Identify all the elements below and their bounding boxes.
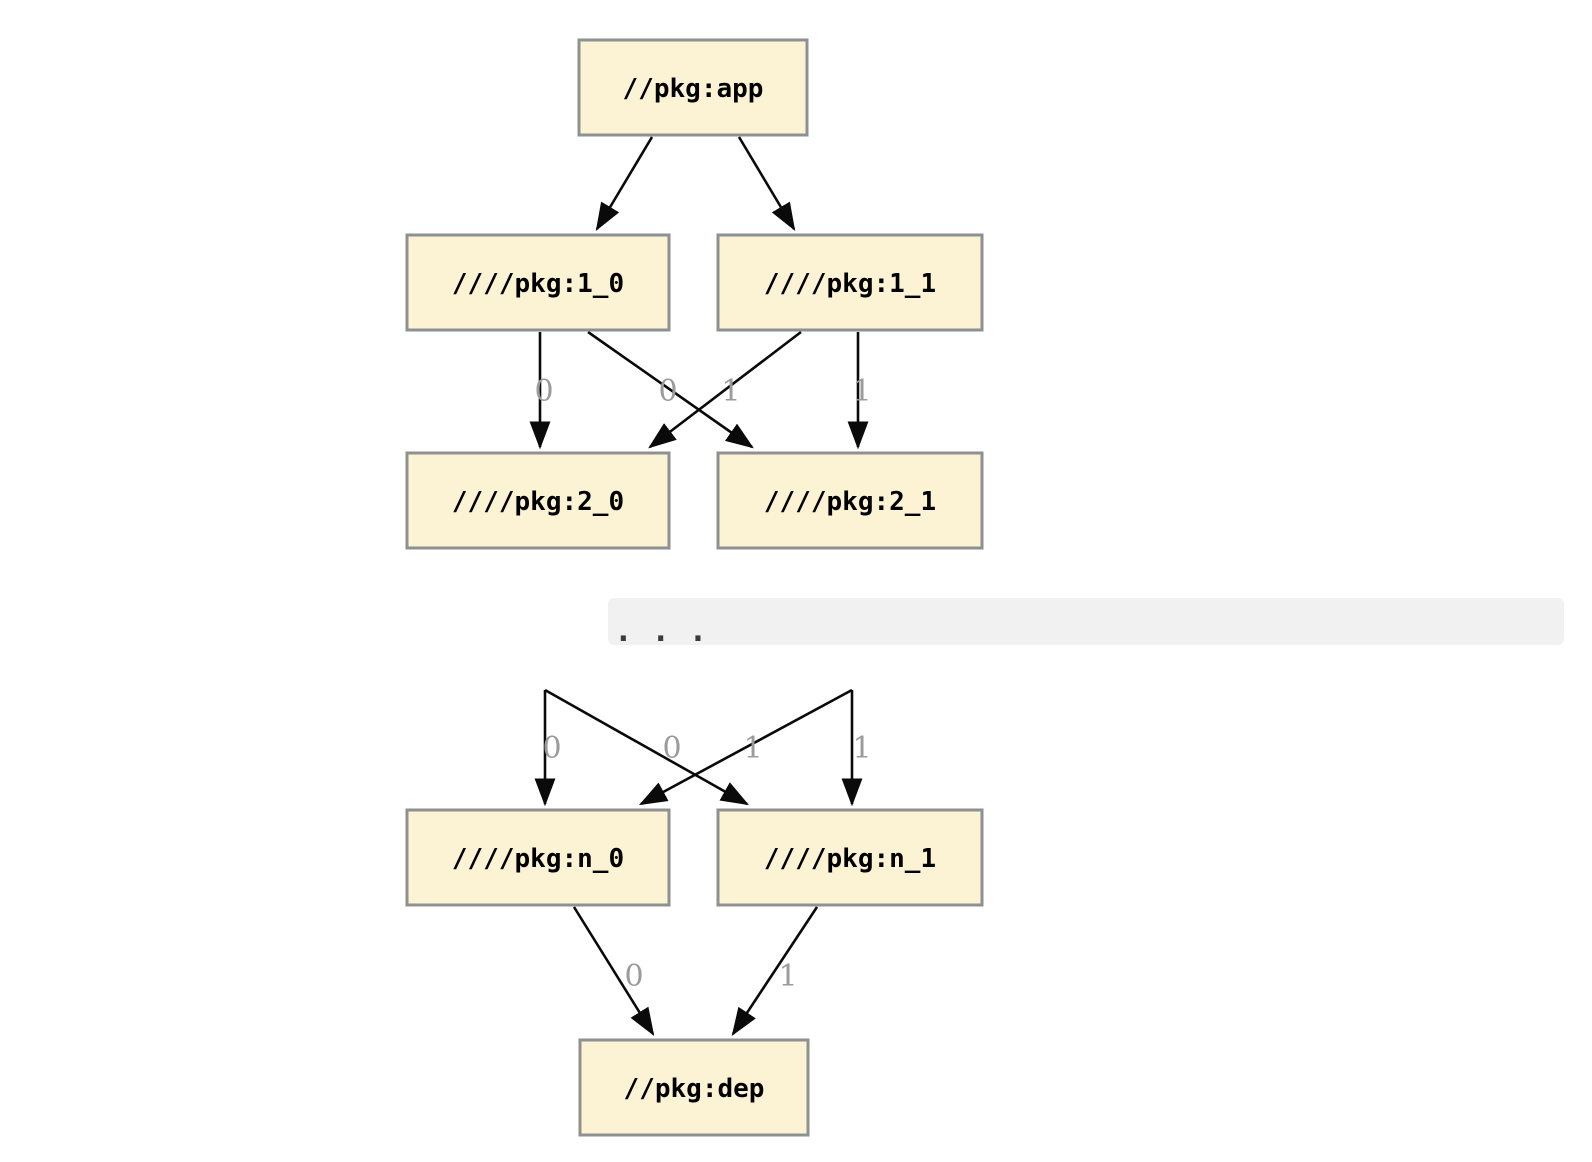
ellipsis-band: . . . [608, 598, 1564, 649]
edge-ellipsis-to-pkg-n-0-right [638, 688, 853, 806]
edge-label: 1 [778, 959, 797, 994]
edge-label: 1 [852, 374, 871, 409]
edge-app-to-pkg-1-0 [595, 136, 654, 232]
node-pkg-dep: //pkg:dep [578, 1038, 810, 1137]
node-pkg-app-label: //pkg:app [623, 74, 764, 104]
edge-ellipsis-to-pkg-n-1-left [544, 688, 750, 806]
node-pkg-dep-box [578, 1038, 810, 1137]
node-pkg-n-0: ////pkg:n_0 [405, 808, 671, 907]
node-pkg-1-1: ////pkg:1_1 [716, 233, 984, 332]
edge-label: 1 [743, 731, 762, 766]
node-pkg-n-0-box [405, 808, 671, 907]
node-pkg-2-1-label: ////pkg:2_1 [764, 487, 936, 517]
node-pkg-2-0: ////pkg:2_0 [405, 451, 671, 550]
node-pkg-n-1-label: ////pkg:n_1 [764, 844, 936, 874]
node-pkg-1-0: ////pkg:1_0 [405, 233, 671, 332]
node-pkg-2-1-box [716, 451, 984, 550]
node-pkg-1-1-box [716, 233, 984, 332]
edge-label: 0 [534, 374, 553, 409]
node-pkg-1-1-label: ////pkg:1_1 [764, 269, 936, 299]
edge-app-to-pkg-1-1 [737, 136, 796, 232]
edge-pkg-1-1-to-pkg-2-0 [648, 330, 802, 449]
node-pkg-2-1: ////pkg:2_1 [716, 451, 984, 550]
node-pkg-2-0-label: ////pkg:2_0 [452, 487, 624, 517]
node-pkg-n-0-label: ////pkg:n_0 [452, 844, 624, 874]
ellipsis-text: . . . [614, 613, 707, 649]
edge-label: 1 [721, 374, 740, 409]
node-pkg-dep-label: //pkg:dep [624, 1074, 765, 1104]
edge-label: 0 [624, 959, 643, 994]
node-pkg-1-0-label: ////pkg:1_0 [452, 269, 624, 299]
edge-label: 0 [658, 374, 677, 409]
edge-label: 0 [662, 731, 681, 766]
node-pkg-app-box [577, 38, 809, 137]
edge-pkg-n-1-to-dep [731, 906, 819, 1036]
node-pkg-2-0-box [405, 451, 671, 550]
node-pkg-1-0-box [405, 233, 671, 332]
edge-label: 0 [542, 731, 561, 766]
node-pkg-n-1-box [716, 808, 984, 907]
node-pkg-app: //pkg:app [577, 38, 809, 137]
ellipsis-band-background [608, 598, 1564, 645]
edge-label: 1 [852, 731, 871, 766]
edge-pkg-n-0-to-dep [572, 906, 655, 1036]
edge-pkg-1-0-to-pkg-2-1 [587, 330, 754, 449]
node-pkg-n-1: ////pkg:n_1 [716, 808, 984, 907]
